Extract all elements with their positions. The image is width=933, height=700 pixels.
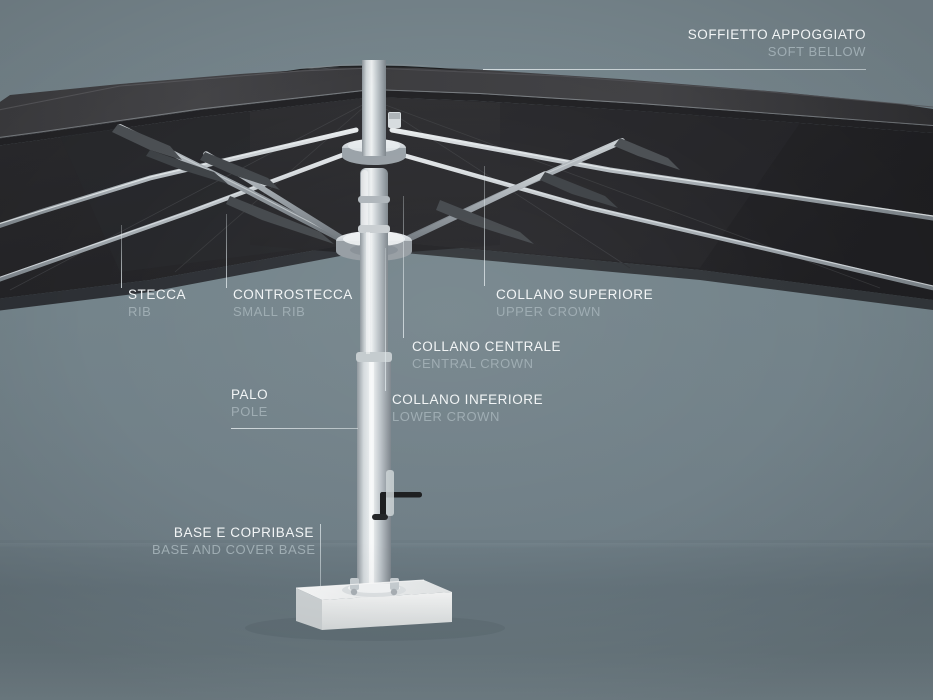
canopy-valance — [0, 89, 933, 146]
leader-line-small-rib — [226, 214, 227, 288]
leader-line-upper-crown — [484, 166, 485, 286]
callout-upper-crown-english-text: UPPER CROWN — [496, 304, 601, 319]
leader-line-lower-crown — [385, 248, 386, 391]
leader-line-base — [320, 524, 321, 590]
leader-line-soft-bellow — [483, 69, 866, 70]
callout-pole[interactable]: PALO POLE — [231, 386, 391, 420]
callout-pole-italian: PALO — [231, 387, 269, 402]
callout-rib[interactable]: STECCA RIB — [128, 286, 288, 320]
base-block — [295, 578, 452, 630]
callout-lower-crown[interactable]: COLLANO INFERIORE LOWER CROWN — [392, 391, 612, 425]
frame-brackets — [112, 124, 680, 244]
floor-horizon-line — [0, 543, 933, 548]
callout-rib-english: RIB — [128, 304, 152, 319]
canopy-top — [0, 63, 933, 139]
callout-upper-crown[interactable]: COLLANO SUPERIORE CENTRAL CROWN UPPER CR… — [496, 286, 716, 320]
canopy-left-rim — [0, 240, 372, 311]
callout-rib-italian: STECCA — [128, 287, 187, 302]
callout-base-italian: BASE E COPRIBASE — [173, 525, 314, 540]
callout-lower-crown-italian: COLLANO INFERIORE — [392, 392, 544, 407]
leader-line-central-crown — [403, 196, 404, 338]
frame-ribs — [0, 127, 933, 291]
pole — [356, 60, 401, 598]
callout-lower-crown-english: LOWER CROWN — [392, 409, 500, 424]
callout-soft-bellow[interactable]: SOFFIETTO APPOGGIATO SOFT BELLOW — [606, 26, 866, 60]
soft-bellow-crest — [268, 65, 468, 74]
central-crown — [358, 168, 390, 230]
callout-small-rib[interactable]: CONTROSTECCA SMALL RIB — [233, 286, 423, 320]
callout-upper-crown-italian: COLLANO SUPERIORE — [496, 287, 654, 302]
callout-pole-english: POLE — [231, 404, 268, 419]
callout-base-and-cover[interactable]: BASE E COPRIBASE BASE AND COVER BASE — [152, 524, 392, 558]
crank-handle — [372, 470, 422, 520]
callout-small-rib-italian: CONTROSTECCA — [233, 287, 353, 302]
leader-line-pole — [231, 428, 358, 429]
callout-central-crown-italian: COLLANO CENTRALE — [412, 339, 562, 354]
canopy-right-rim — [372, 240, 933, 310]
callout-central-crown-english: CENTRAL CROWN — [412, 356, 534, 371]
callout-soft-bellow-english: SOFT BELLOW — [767, 44, 866, 59]
callout-small-rib-english: SMALL RIB — [233, 304, 306, 319]
callout-soft-bellow-italian: SOFFIETTO APPOGGIATO — [687, 27, 866, 42]
leader-line-rib — [121, 225, 122, 288]
callout-base-english: BASE AND COVER BASE — [152, 542, 316, 557]
callout-central-crown[interactable]: COLLANO CENTRALE CENTRAL CROWN — [412, 338, 632, 372]
